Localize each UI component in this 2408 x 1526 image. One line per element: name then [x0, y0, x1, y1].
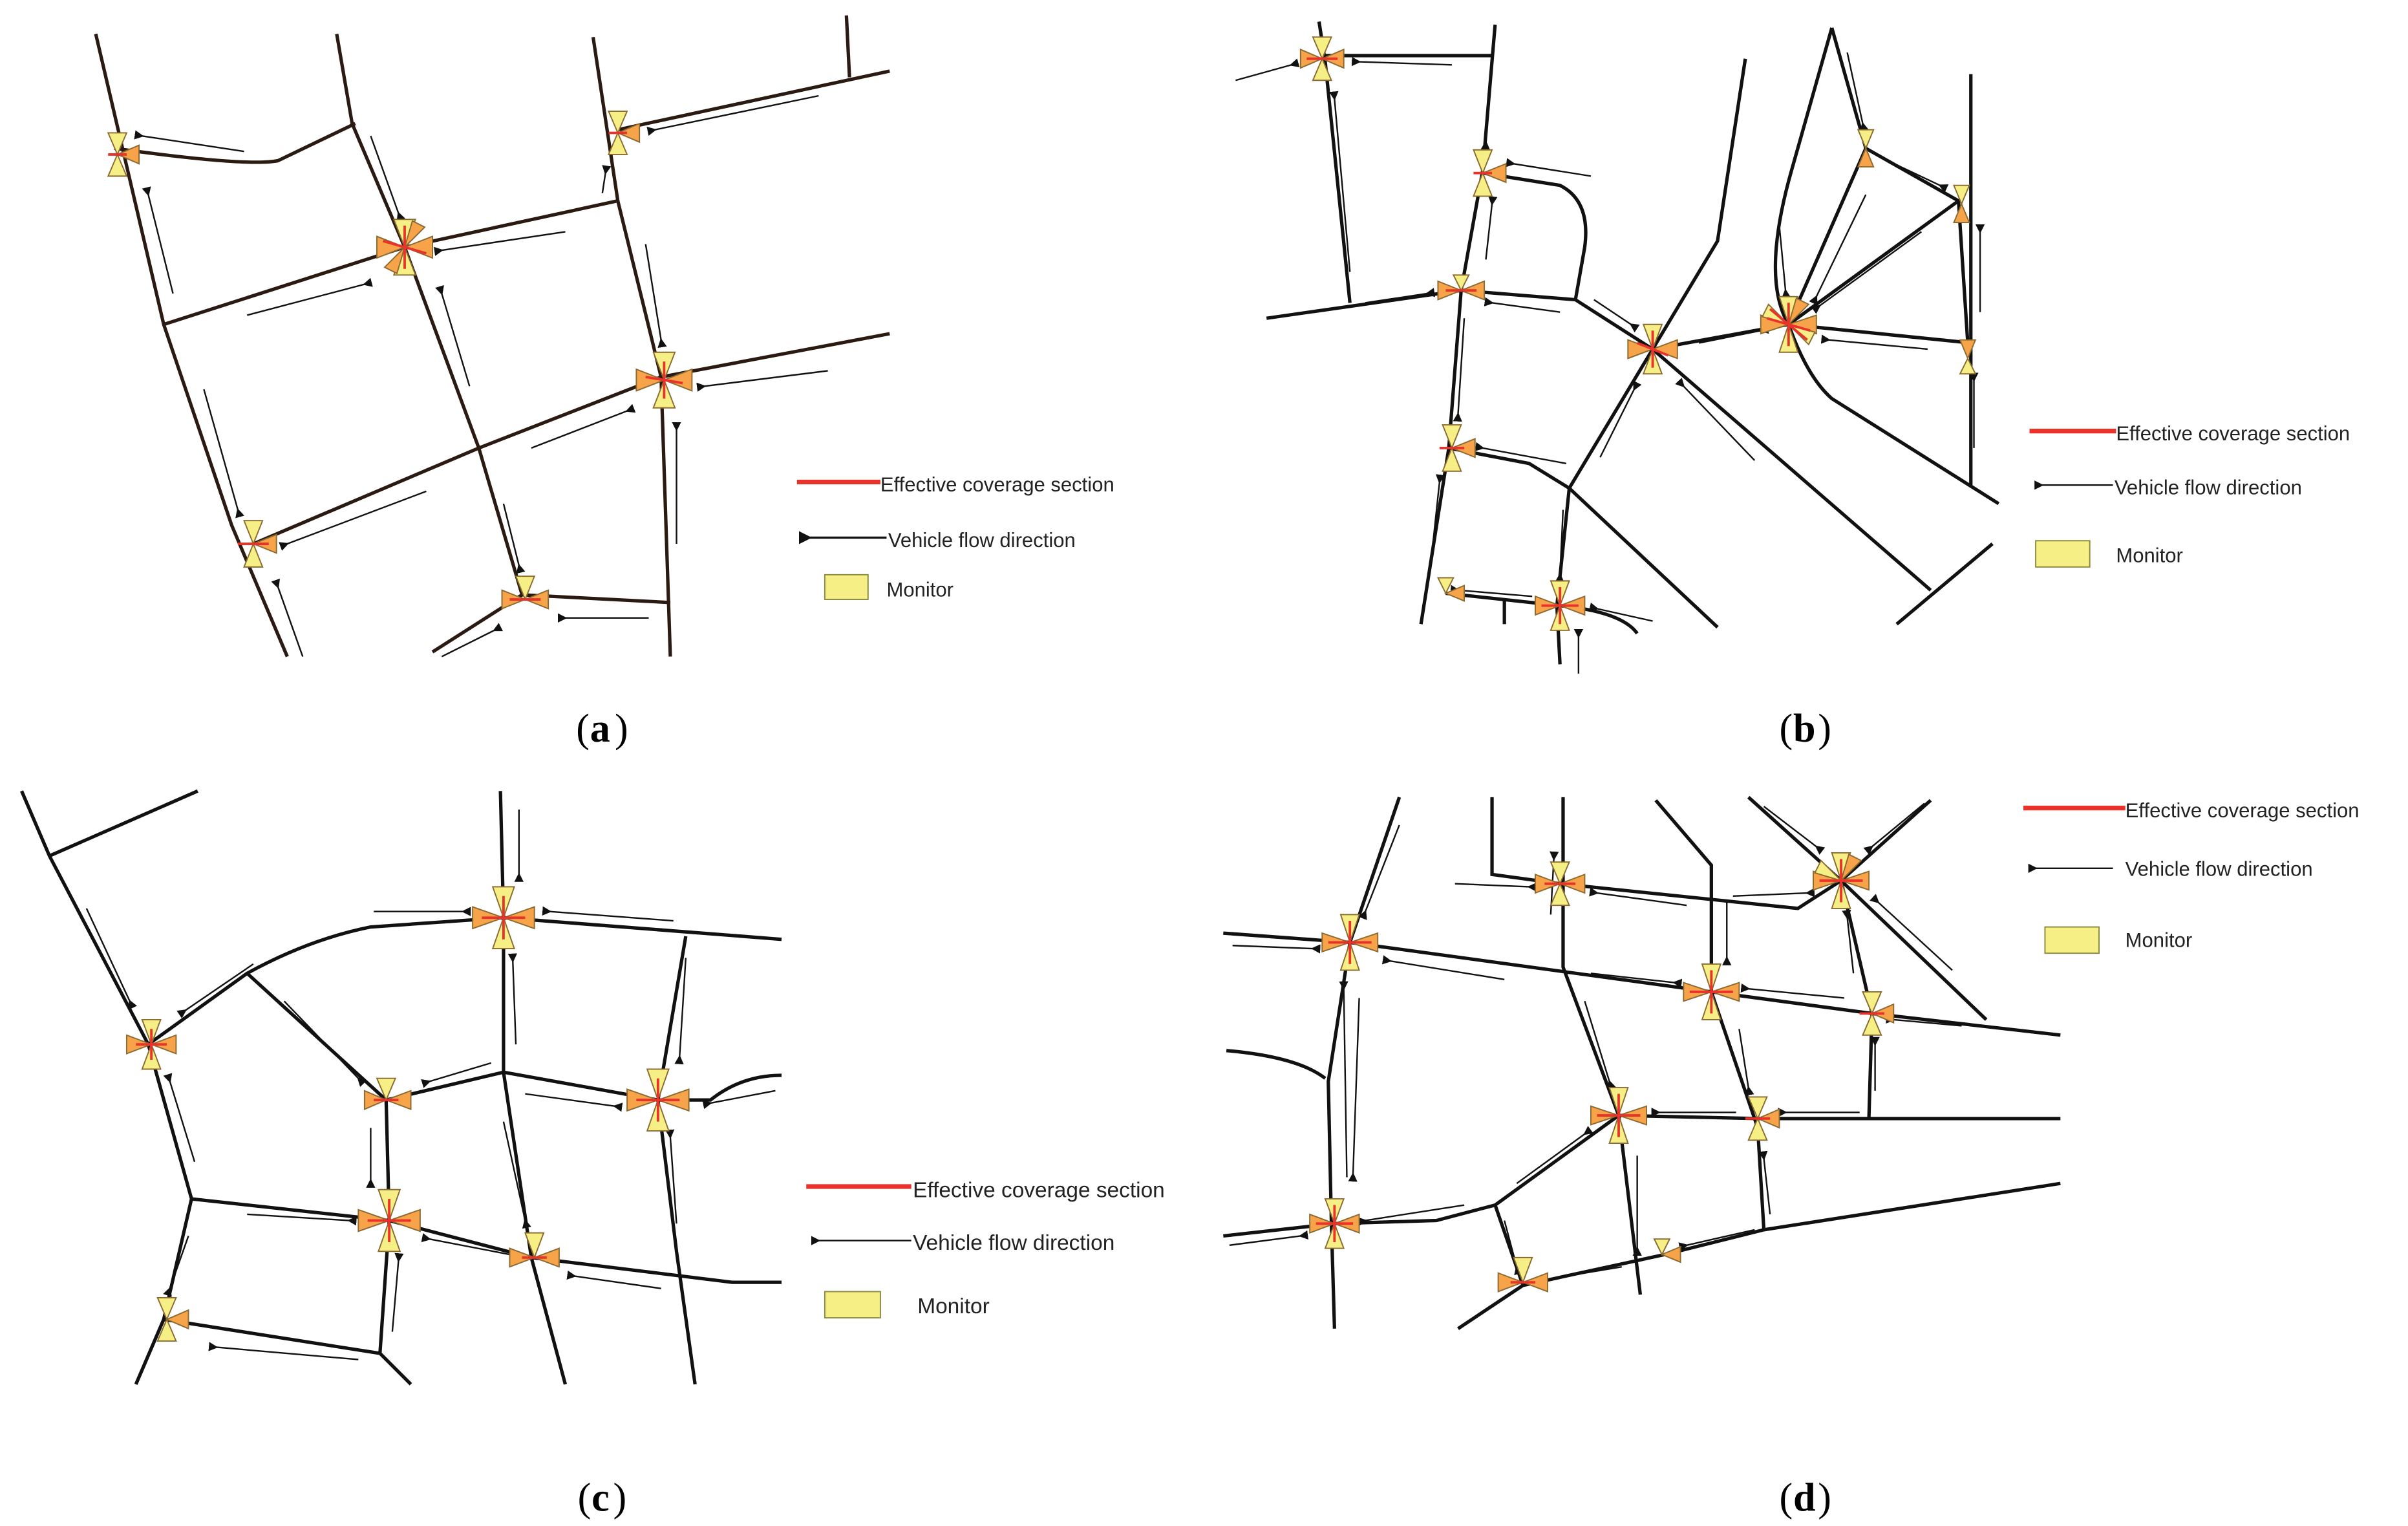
panel-a-legend: Effective coverage section Vehicle flow …: [796, 473, 1114, 601]
panel-d-caption-close: ): [1818, 1476, 1831, 1520]
monitor-icon: [107, 132, 140, 177]
monitor-icon: [509, 1232, 560, 1268]
monitor-icon: [607, 111, 641, 155]
panel-a-caption-open: (: [576, 707, 590, 751]
monitor-icon: [1472, 149, 1507, 197]
panel-b: Effective coverage section Vehicle flow …: [1235, 21, 2350, 751]
panel-a-roads: [94, 15, 890, 658]
panel-b-monitors: [1299, 36, 1977, 631]
monitor-legend-swatch: [824, 1291, 881, 1319]
panel-a-coverage: [108, 131, 683, 601]
panel-c-legend: Effective coverage section Vehicle flow …: [806, 1179, 1165, 1319]
panel-b-flow-arrows: [1235, 52, 1985, 674]
monitor-icon: [1747, 1096, 1780, 1141]
coverage-legend-label: Effective coverage section: [2116, 422, 2350, 445]
panel-c-caption-open: (: [578, 1476, 591, 1520]
monitor-icon: [1436, 577, 1465, 602]
monitor-legend-label: Monitor: [2116, 544, 2183, 567]
panel-b-caption-close: ): [1818, 707, 1831, 751]
panel-a-caption-close: ): [615, 707, 628, 751]
panel-c-roads: [20, 789, 782, 1386]
flow-legend-label: Vehicle flow direction: [2115, 477, 2302, 499]
monitor-icon: [1653, 1238, 1681, 1263]
monitor-legend-label: Monitor: [886, 578, 954, 601]
panel-d: Effective coverage section Vehicle flow …: [1223, 795, 2360, 1520]
monitor-icon: [1857, 129, 1875, 168]
panel-d-caption-open: (: [1779, 1476, 1793, 1520]
panel-c-flow-arrows: [85, 809, 776, 1360]
monitor-icon: [1953, 184, 1970, 224]
panel-d-roads: [1223, 795, 2061, 1330]
coverage-legend-label: Effective coverage section: [880, 473, 1114, 496]
panel-c-monitors: [125, 886, 690, 1342]
panel-c-caption-close: ): [613, 1476, 627, 1520]
monitor-icon: [156, 1297, 189, 1342]
panel-b-caption-open: (: [1779, 707, 1793, 751]
monitor-icon: [125, 1018, 177, 1070]
panel-b-caption: b: [1793, 707, 1816, 751]
panel-c-caption: c: [591, 1476, 610, 1520]
panel-a-caption: a: [590, 707, 610, 751]
monitor-icon: [1959, 339, 1977, 375]
panel-a-flow-arrows: [134, 94, 828, 658]
panel-d-coverage: [1316, 859, 1884, 1284]
coverage-legend-label: Effective coverage section: [2126, 799, 2360, 822]
monitor-legend-swatch: [824, 574, 869, 601]
panel-b-legend: Effective coverage section Vehicle flow …: [2029, 422, 2350, 568]
flow-legend-label: Vehicle flow direction: [2126, 858, 2313, 881]
monitor-legend-label: Monitor: [917, 1295, 990, 1318]
monitor-icon: [243, 520, 277, 568]
coverage-legend-label: Effective coverage section: [913, 1179, 1165, 1203]
flow-legend-label: Vehicle flow direction: [913, 1231, 1114, 1255]
panel-a-monitors: [107, 111, 693, 610]
panel-c-coverage: [136, 896, 680, 1259]
monitor-legend-label: Monitor: [2126, 929, 2193, 952]
monitor-legend-swatch: [2035, 540, 2091, 568]
panel-d-legend: Effective coverage section Vehicle flow …: [2023, 799, 2360, 954]
panel-b-coverage: [1306, 57, 1811, 625]
monitor-icon: [1760, 296, 1817, 353]
panel-c: Effective coverage section Vehicle flow …: [20, 789, 1165, 1520]
monitor-legend-swatch: [2044, 926, 2100, 954]
monitor-icon: [501, 575, 549, 610]
panel-a: Effective coverage section Vehicle flow …: [94, 15, 1114, 751]
flow-legend-label: Vehicle flow direction: [888, 529, 1076, 552]
panel-d-caption: d: [1793, 1476, 1816, 1520]
monitor-icon: [1627, 323, 1678, 375]
